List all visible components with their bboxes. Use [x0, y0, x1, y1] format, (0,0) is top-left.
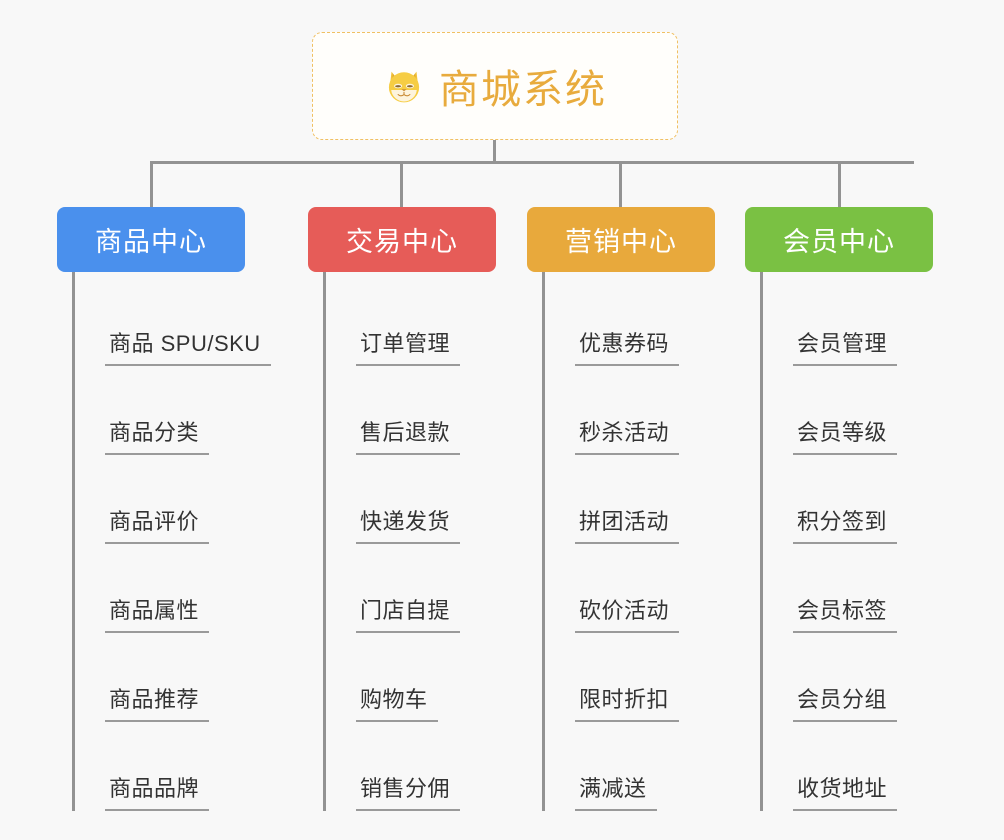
leaf-label: 销售分佣 — [360, 776, 451, 801]
branch-header-marketing[interactable]: 营销中心 — [527, 207, 715, 272]
list-item[interactable]: 拼团活动 — [545, 455, 715, 544]
list-item[interactable]: 商品 SPU/SKU — [75, 277, 271, 366]
list-item[interactable]: 快递发货 — [326, 455, 496, 544]
list-item[interactable]: 订单管理 — [326, 277, 496, 366]
branch-header-label: 营销中心 — [565, 227, 677, 257]
list-item[interactable]: 限时折扣 — [545, 633, 715, 722]
connector-horizontal-bus — [150, 161, 914, 164]
list-item[interactable]: 商品分类 — [75, 366, 245, 455]
list-item[interactable]: 商品评价 — [75, 455, 245, 544]
leaf-label: 限时折扣 — [579, 687, 670, 712]
leaf-label: 门店自提 — [360, 598, 451, 623]
list-item[interactable]: 售后退款 — [326, 366, 496, 455]
connector-root-stem — [493, 140, 496, 163]
list-item[interactable]: 购物车 — [326, 633, 496, 722]
leaf-label: 积分签到 — [797, 509, 888, 534]
leaf-list-marketing: 优惠券码 秒杀活动 拼团活动 砍价活动 限时折扣 满减送 — [542, 272, 715, 811]
leaf-label: 商品品牌 — [109, 776, 200, 801]
shiba-dog-icon — [383, 65, 425, 107]
branch-column-trade: 交易中心 订单管理 售后退款 快递发货 门店自提 购物车 销售分佣 — [308, 207, 496, 811]
list-item[interactable]: 优惠券码 — [545, 277, 715, 366]
leaf-label: 商品属性 — [109, 598, 200, 623]
branch-header-member[interactable]: 会员中心 — [745, 207, 933, 272]
leaf-label: 会员等级 — [797, 420, 888, 445]
list-item[interactable]: 积分签到 — [763, 455, 933, 544]
branch-column-product: 商品中心 商品 SPU/SKU 商品分类 商品评价 商品属性 商品推荐 商品品牌 — [57, 207, 271, 811]
leaf-label: 满减送 — [579, 776, 647, 801]
leaf-label: 会员标签 — [797, 598, 888, 623]
leaf-list-trade: 订单管理 售后退款 快递发货 门店自提 购物车 销售分佣 — [323, 272, 496, 811]
list-item[interactable]: 会员标签 — [763, 544, 933, 633]
list-item[interactable]: 会员管理 — [763, 277, 933, 366]
list-item[interactable]: 收货地址 — [763, 722, 933, 811]
branch-header-label: 商品中心 — [95, 227, 207, 257]
leaf-label: 购物车 — [360, 687, 428, 712]
leaf-label: 收货地址 — [797, 776, 888, 801]
branch-header-product[interactable]: 商品中心 — [57, 207, 245, 272]
leaf-label: 商品评价 — [109, 509, 200, 534]
list-item[interactable]: 会员等级 — [763, 366, 933, 455]
leaf-label: 会员管理 — [797, 331, 888, 356]
leaf-label: 商品推荐 — [109, 687, 200, 712]
list-item[interactable]: 商品属性 — [75, 544, 245, 633]
leaf-label: 拼团活动 — [579, 509, 670, 534]
leaf-label: 商品分类 — [109, 420, 200, 445]
branch-header-trade[interactable]: 交易中心 — [308, 207, 496, 272]
leaf-list-product: 商品 SPU/SKU 商品分类 商品评价 商品属性 商品推荐 商品品牌 — [72, 272, 271, 811]
leaf-label: 秒杀活动 — [579, 420, 670, 445]
branch-column-member: 会员中心 会员管理 会员等级 积分签到 会员标签 会员分组 收货地址 — [745, 207, 933, 811]
connector-drop-3 — [838, 161, 841, 207]
leaf-list-member: 会员管理 会员等级 积分签到 会员标签 会员分组 收货地址 — [760, 272, 933, 811]
leaf-label: 优惠券码 — [579, 331, 670, 356]
root-title: 商城系统 — [439, 68, 607, 112]
branch-column-marketing: 营销中心 优惠券码 秒杀活动 拼团活动 砍价活动 限时折扣 满减送 — [527, 207, 715, 811]
connector-drop-0 — [150, 161, 153, 207]
branch-header-label: 交易中心 — [346, 227, 458, 257]
leaf-label: 砍价活动 — [579, 598, 670, 623]
leaf-label: 订单管理 — [360, 331, 451, 356]
list-item[interactable]: 会员分组 — [763, 633, 933, 722]
list-item[interactable]: 砍价活动 — [545, 544, 715, 633]
connector-drop-2 — [619, 161, 622, 207]
leaf-label: 商品 SPU/SKU — [109, 331, 261, 356]
connector-drop-1 — [400, 161, 403, 207]
leaf-label: 售后退款 — [360, 420, 451, 445]
list-item[interactable]: 商品推荐 — [75, 633, 245, 722]
branch-header-label: 会员中心 — [783, 227, 895, 257]
root-node[interactable]: 商城系统 — [312, 32, 678, 140]
leaf-label: 会员分组 — [797, 687, 888, 712]
list-item[interactable]: 商品品牌 — [75, 722, 245, 811]
list-item[interactable]: 门店自提 — [326, 544, 496, 633]
list-item[interactable]: 销售分佣 — [326, 722, 496, 811]
list-item[interactable]: 满减送 — [545, 722, 715, 811]
list-item[interactable]: 秒杀活动 — [545, 366, 715, 455]
leaf-label: 快递发货 — [360, 509, 451, 534]
